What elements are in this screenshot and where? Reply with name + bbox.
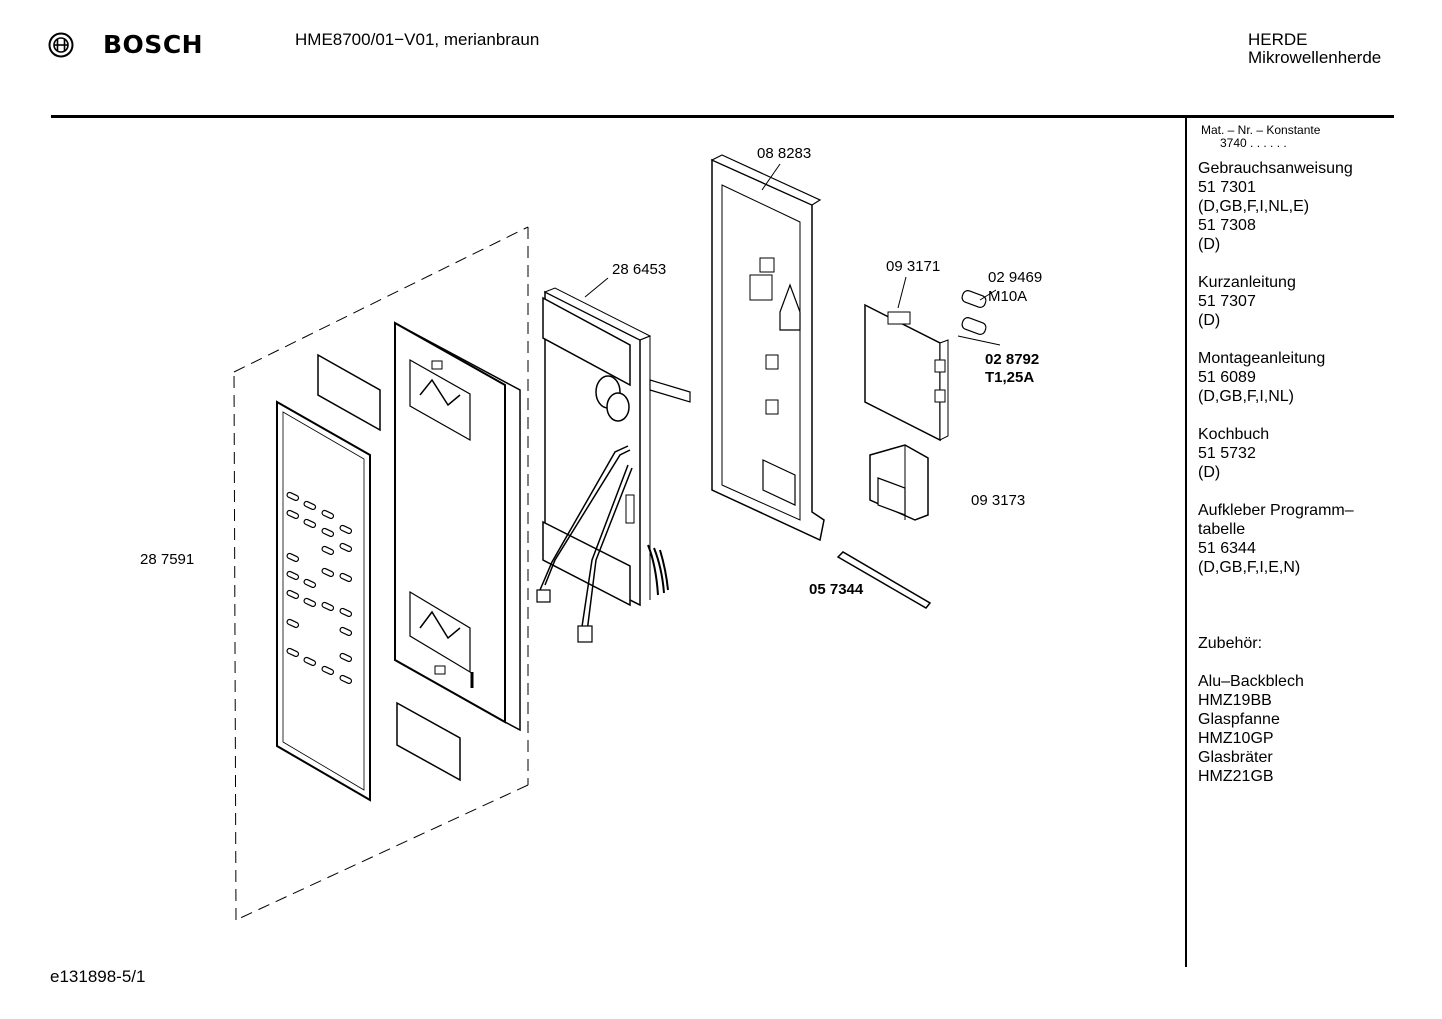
rod (836, 551, 932, 609)
part-label-t125a: T1,25A (985, 369, 1035, 386)
konstante-label: Mat. – Nr. – Konstante (1201, 123, 1321, 137)
sidebar-line: 51 5732 (1198, 445, 1256, 462)
part-label-m10a: M10A (988, 288, 1028, 305)
document-id: e131898-5/1 (50, 967, 146, 986)
sidebar-line: Montageanleitung (1198, 350, 1326, 367)
konstante-value: 3740 . . . . . . (1220, 136, 1287, 150)
sidebar-line: tabelle (1198, 521, 1246, 538)
sidebar-line: Kurzanleitung (1198, 274, 1296, 291)
bosch-armature-icon (48, 32, 74, 58)
part-label-057344: 05 7344 (809, 581, 864, 598)
circuit-board (536, 287, 691, 643)
category-line-1: HERDE (1248, 30, 1308, 49)
sidebar-line: HMZ10GP (1198, 730, 1274, 747)
sidebar-line: (D,GB,F,I,E,N) (1198, 559, 1301, 576)
sidebar-line: Glaspfanne (1198, 711, 1280, 728)
model-title: HME8700/01−V01, merianbraun (295, 30, 540, 49)
module-board (864, 303, 949, 442)
front-foil-panel (276, 353, 461, 802)
sidebar-line: 51 6344 (1198, 540, 1256, 557)
sidebar-line: (D,GB,F,I,NL,E) (1198, 198, 1310, 215)
sidebar-line: (D,GB,F,I,NL) (1198, 388, 1295, 405)
sidebar-line: Kochbuch (1198, 426, 1270, 443)
sidebar-line: Glasbräter (1198, 749, 1273, 766)
assembly-plane (233, 226, 529, 921)
part-label-093171: 09 3171 (886, 258, 941, 275)
sidebar-line: (D) (1198, 236, 1221, 253)
sidebar-list: Gebrauchsanweisung 51 7301 (D,GB,F,I,NL,E)… (1198, 159, 1354, 786)
part-label-088283: 08 8283 (757, 145, 812, 162)
part-label-287591: 28 7591 (140, 551, 195, 568)
header-rule (51, 115, 1394, 118)
brand-name: BOSCH (103, 30, 204, 59)
leader-lines (584, 163, 1001, 346)
button-slots (286, 491, 353, 685)
sidebar-line: Alu–Backblech (1198, 673, 1304, 690)
sidebar-line: Zubehör: (1198, 635, 1263, 652)
sidebar-line: HMZ21GB (1198, 768, 1274, 785)
sidebar-line: 51 7307 (1198, 293, 1256, 310)
sidebar-line: 51 7308 (1198, 217, 1256, 234)
category-line-2: Mikrowellenherde (1248, 48, 1382, 67)
part-label-286453: 28 6453 (612, 261, 667, 278)
part-label-028792: 02 8792 (985, 351, 1040, 368)
sidebar-line: (D) (1198, 464, 1221, 481)
sidebar-line: Aufkleber Programm– (1198, 502, 1354, 519)
sidebar: Mat. – Nr. – Konstante 3740 . . . . . . … (1198, 124, 1354, 786)
transformer (869, 444, 929, 521)
sidebar-rule (1185, 117, 1187, 967)
sidebar-line: HMZ19BB (1198, 692, 1272, 709)
control-panel-frame (394, 321, 521, 732)
sidebar-line: Gebrauchsanweisung (1198, 160, 1353, 177)
part-label-093173: 09 3173 (971, 492, 1026, 509)
sidebar-line: 51 6089 (1198, 369, 1256, 386)
chassis-bracket (710, 154, 825, 542)
sidebar-line: 51 7301 (1198, 179, 1256, 196)
sidebar-line: (D) (1198, 312, 1221, 329)
part-label-029469: 02 9469 (988, 269, 1043, 286)
fuses (961, 290, 987, 335)
